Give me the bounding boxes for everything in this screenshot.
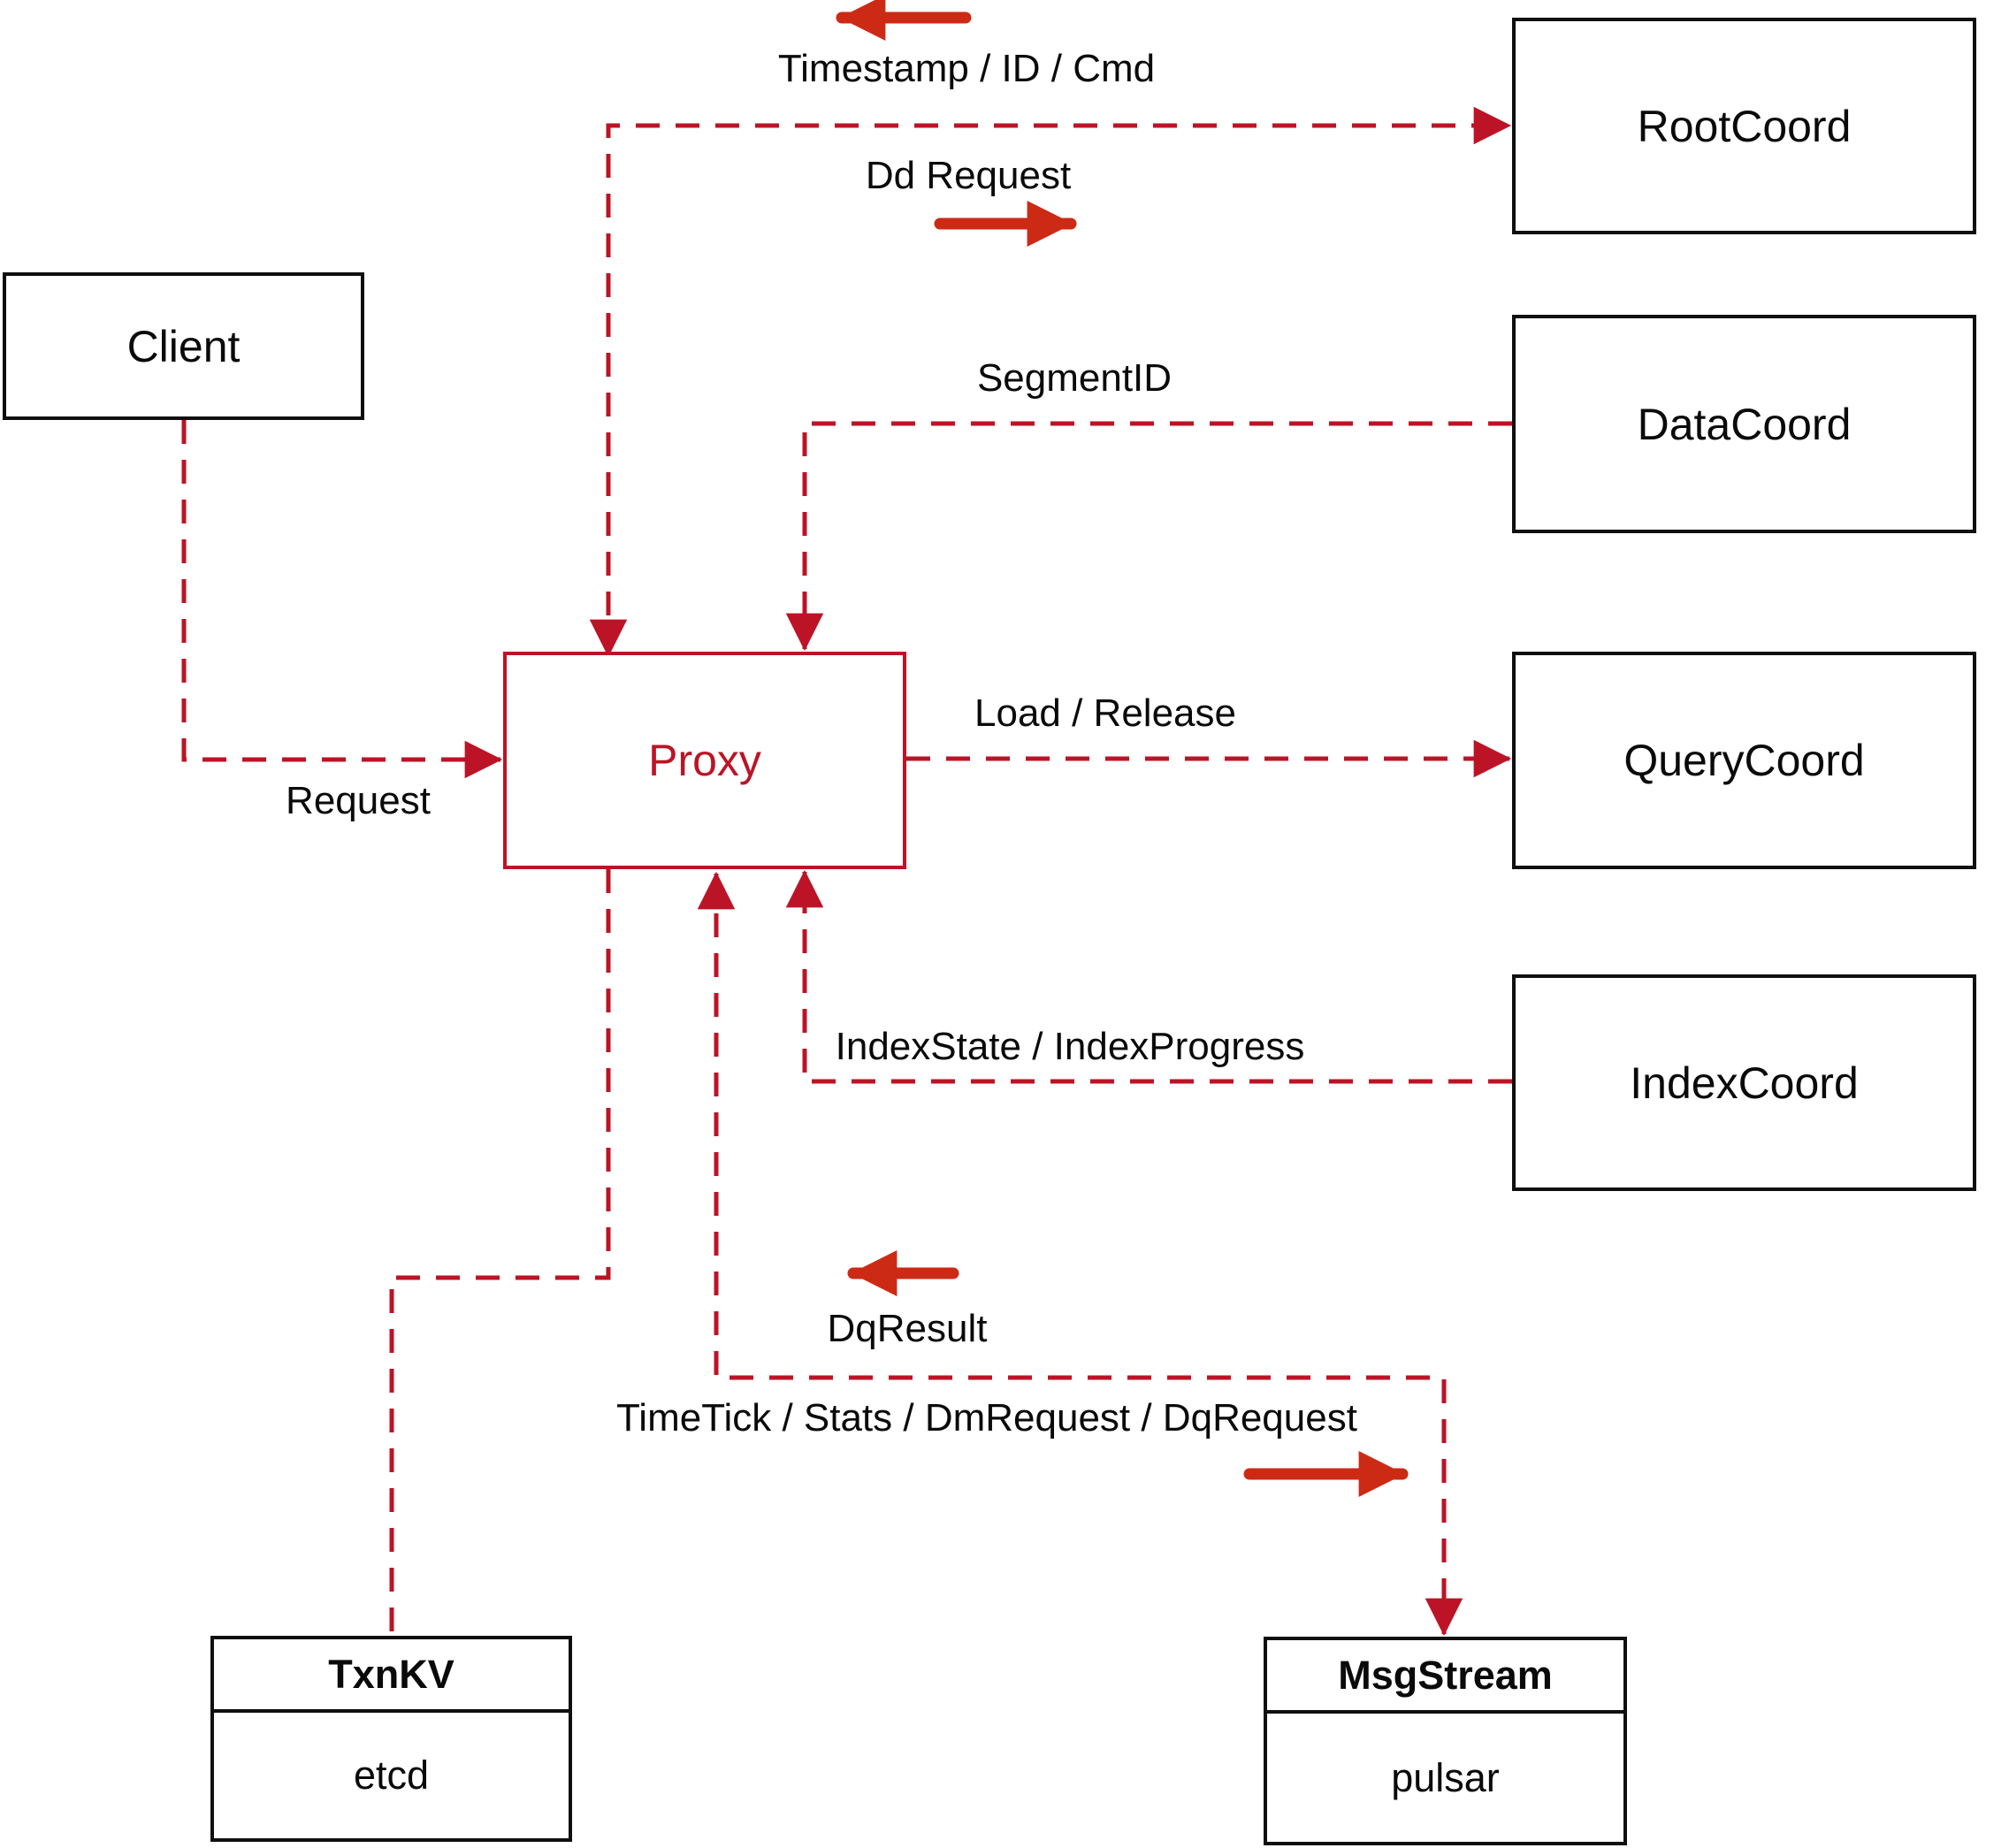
node-datacoord-label: DataCoord [1637,399,1852,449]
edge-datacoord-proxy [785,421,1512,652]
edge-label-dd-request: Dd Request [865,154,1072,197]
node-indexcoord: IndexCoord [1512,974,1976,1191]
edge-label-dq-result: DqResult [827,1307,988,1350]
node-datacoord: DataCoord [1512,315,1976,533]
node-txnkv-subtitle: etcd [353,1753,430,1798]
node-msgstream-title: MsgStream [1267,1640,1623,1714]
edge-label-timestamp-id-cmd: Timestamp / ID / Cmd [777,47,1156,90]
node-querycoord-label: QueryCoord [1623,736,1865,785]
node-txnkv: TxnKV etcd [210,1636,572,1842]
node-proxy: Proxy [503,652,906,869]
edge-client-proxy [181,420,503,779]
edge-proxy-rootcoord [589,106,1512,658]
edge-proxy-msgstream [697,871,1463,1637]
edge-label-index-state: IndexState / IndexProgress [835,1025,1305,1068]
edge-label-load-release: Load / Release [974,691,1236,735]
node-proxy-label: Proxy [648,736,761,785]
dashed-edges [181,106,1512,1637]
edge-label-timetick: TimeTick / Stats / DmRequest / DqRequest [616,1396,1357,1439]
node-client: Client [3,272,364,420]
node-msgstream: MsgStream pulsar [1264,1637,1627,1845]
node-rootcoord: RootCoord [1512,18,1976,234]
node-msgstream-subtitle: pulsar [1391,1754,1500,1800]
edge-label-request: Request [286,779,431,822]
node-txnkv-title: TxnKV [214,1639,569,1713]
node-client-label: Client [126,321,241,371]
label-arrows [836,0,1409,1497]
node-rootcoord-label: RootCoord [1637,101,1852,151]
edge-label-segment-id: SegmentID [976,356,1173,400]
node-querycoord: QueryCoord [1512,652,1976,869]
edge-proxy-txnkv [389,869,611,1634]
node-indexcoord-label: IndexCoord [1630,1058,1859,1108]
